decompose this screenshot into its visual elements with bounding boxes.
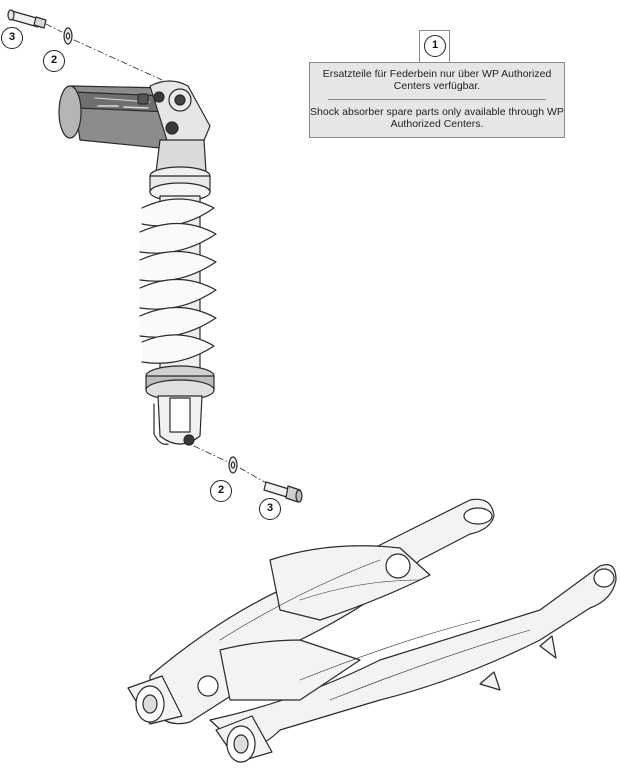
spare-parts-note: Ersatzteile für Federbein nur über WP Au… <box>309 62 565 138</box>
shock-absorber <box>58 80 217 446</box>
callout-bottom-washer: 2 <box>210 480 232 502</box>
swingarm <box>127 498 617 763</box>
callout-1: 1 <box>424 35 446 57</box>
top-assembly-axis <box>45 23 163 81</box>
bottom-assembly-axis <box>193 445 269 485</box>
top-washer <box>63 27 73 45</box>
callout-bottom-bolt: 3 <box>259 498 281 520</box>
bottom-mounting-bolt <box>263 481 303 503</box>
note-divider <box>328 99 546 100</box>
callout-top-bolt: 3 <box>1 27 23 49</box>
callout-top-washer: 2 <box>43 50 65 72</box>
note-text-english: Shock absorber spare parts only availabl… <box>310 106 564 130</box>
note-text-german: Ersatzteile für Federbein nur über WP Au… <box>322 68 552 92</box>
bottom-washer <box>228 456 238 474</box>
top-mounting-bolt <box>7 9 47 29</box>
